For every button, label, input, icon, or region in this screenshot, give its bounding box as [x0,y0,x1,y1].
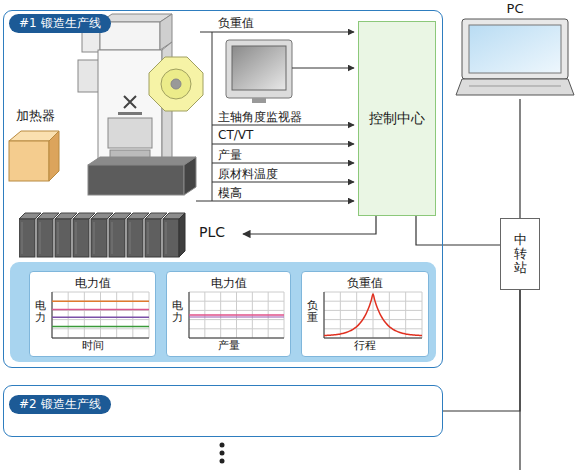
axis-label: 行程 [302,338,428,353]
node-label: 中转站 [514,233,527,276]
signal-label: 原材料温度 [218,166,278,183]
signal-lines [196,32,354,201]
production-line-panel: #2 锻造生产线 [3,385,443,437]
axis-label: 电力 [172,300,183,324]
node-label: #2 锻造生产线 [9,395,111,414]
connector [443,290,520,411]
node-label: 控制中心 [369,110,425,128]
axis-label: 产量 [167,338,290,353]
plc-modules [19,209,191,259]
more-dots [220,443,225,464]
signal-label: CT/VT [218,128,253,142]
control-center: 控制中心 [358,21,436,216]
forging-press [78,14,203,195]
chart-title: 电力值 [30,275,155,292]
connector [519,99,520,218]
monitor [226,40,292,103]
node-label: PLC [199,224,225,240]
axis-label: 时间 [30,338,155,353]
chart-band [10,262,436,362]
node-label: PC [507,1,524,16]
node-label: 加热器 [16,107,55,125]
axis-label: 电力 [35,300,46,324]
signal-label: 产量 [218,147,242,164]
pc: PC [455,1,575,99]
signal-label: 主轴角度监视器 [218,109,302,126]
power-output-chart: 电力值电力产量 [166,271,291,357]
signal-label: 模高 [218,185,242,202]
heater: 加热器 [7,107,63,185]
connector [243,216,376,234]
power-time-chart: 电力值电力时间 [29,271,156,357]
signal-label: 负重值 [218,15,254,32]
chart-title: 负重值 [302,275,428,292]
chart-title: 电力值 [167,275,290,292]
plc-rack: PLC [19,209,241,259]
load-stroke-chart: 负重值负重行程 [301,271,429,357]
relay-station: 中转站 [500,218,540,290]
connector [416,216,500,245]
axis-label: 负重 [307,300,318,324]
node-label: #1 锻造生产线 [9,14,111,33]
